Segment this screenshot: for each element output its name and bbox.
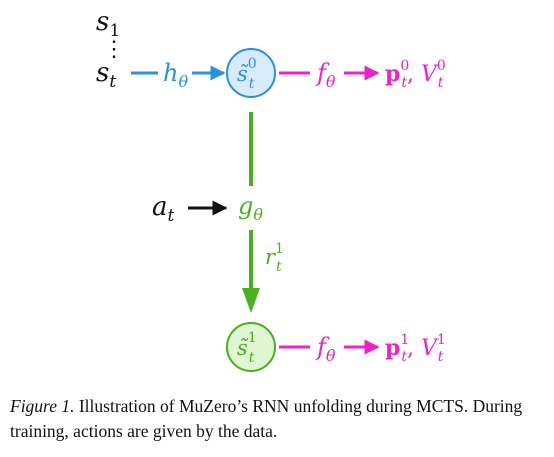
h-theta-label: hθ [163,59,188,91]
state-st-label: st [96,58,116,92]
f-theta-label-top: fθ [315,59,336,91]
latent-state-node-0 [226,48,276,98]
action-at-label: at [152,192,175,226]
caption-text: Illustration of MuZero’s RNN unfolding d… [10,396,523,441]
f-theta-label-bottom: fθ [315,333,336,365]
figure-caption: Figure 1. Illustration of MuZero’s RNN u… [10,394,550,444]
g-theta-label: gθ [238,192,263,224]
vertical-dots: ⋮ [103,37,125,62]
state-s1-label: s1 [96,7,120,41]
dynamics-arrowhead [242,288,260,313]
latent-state-node-1 [226,322,276,372]
figure-label: Figure 1. [10,396,75,416]
